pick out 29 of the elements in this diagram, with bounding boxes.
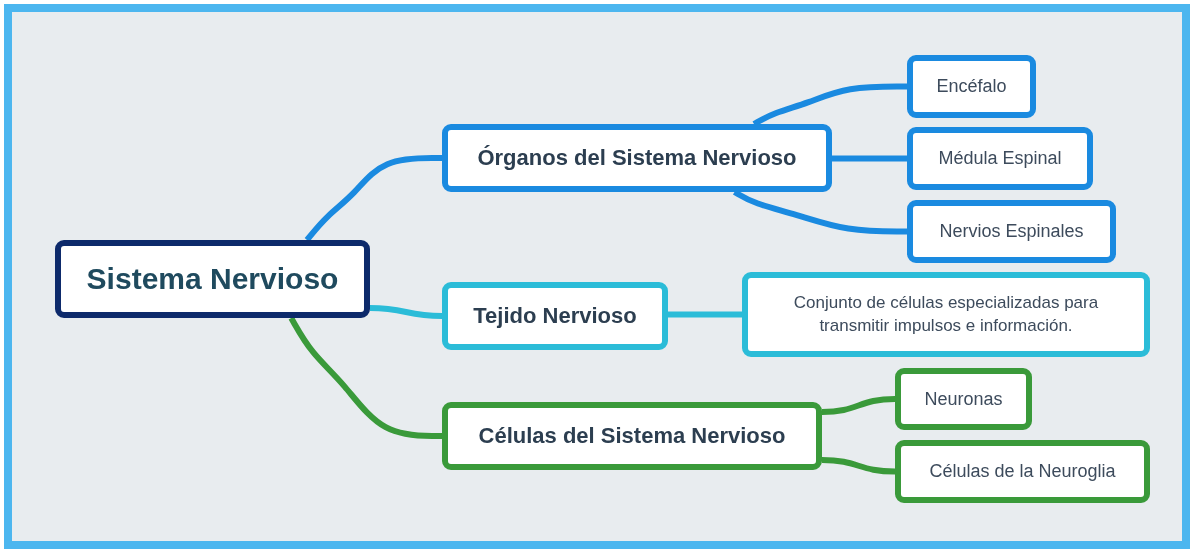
subtopic-box [742,272,1150,357]
subtopic-box [907,127,1093,190]
node-label: Neuronas [923,387,1004,411]
connector-line [288,316,442,439]
subtopic-box [895,440,1150,503]
connector-line [304,155,442,242]
connector-line [668,311,742,318]
topic-label: Sistema Nervioso [85,260,340,297]
connector-line [821,457,896,475]
topic-box [442,282,668,350]
topic-box [442,402,822,470]
node-label: Nervios Espinales [938,220,1085,244]
subtopic-box [907,55,1036,118]
node-label: Células de la Neuroglia [928,460,1117,484]
connector-line [821,396,896,415]
subtopic-box [907,200,1116,263]
node-label: Encéfalo [935,75,1008,99]
node-label: Médula Espinal [937,147,1063,171]
topic-label: Tejido Nervioso [472,302,638,331]
connector-line [752,83,907,127]
connector-line [832,155,907,162]
topic-label: Órganos del Sistema Nervioso [476,144,798,173]
connector-line [369,305,443,319]
topic-box [55,240,370,318]
subtopic-box [895,368,1032,430]
connector-line [732,189,907,235]
node-label: Conjunto de células especializadas para transmitir impulsos e información. [792,291,1100,337]
topic-label: Células del Sistema Nervioso [477,422,787,451]
topic-box [442,124,832,192]
